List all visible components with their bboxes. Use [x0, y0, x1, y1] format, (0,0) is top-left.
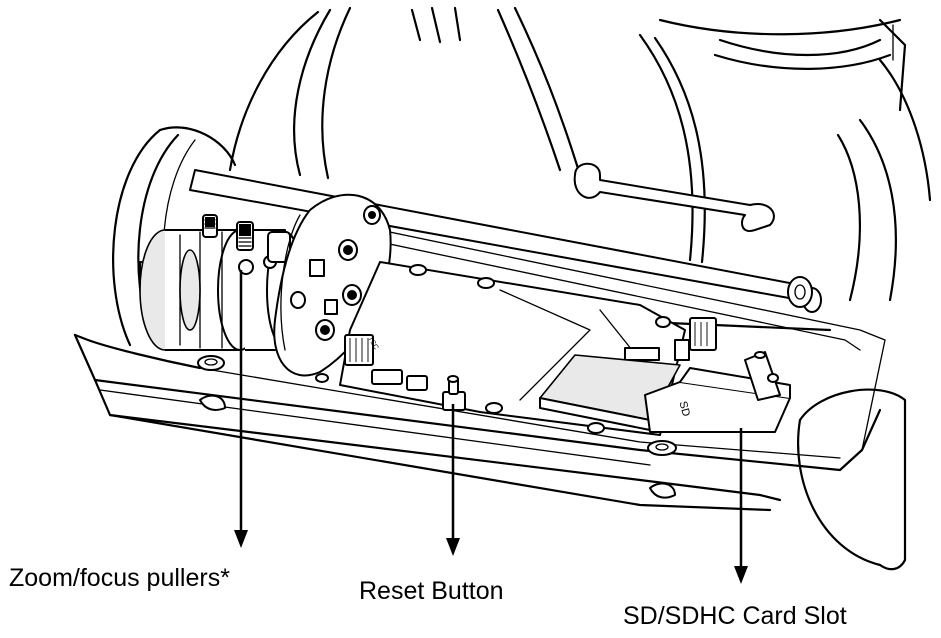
- sd-card-module: SD: [539, 351, 791, 433]
- sunshield-lid: [228, 6, 932, 302]
- reset-button-label: Reset Button: [359, 577, 504, 605]
- callout-arrow-zoom: [234, 270, 248, 548]
- callout-arrow-sd: [734, 428, 748, 584]
- lens-assembly: [139, 214, 304, 351]
- sd-card-slot-label: SD/SDHC Card Slot: [623, 602, 847, 630]
- sd-marking: SD: [676, 400, 692, 418]
- zoom-focus-pullers-label: Zoom/focus pullers*: [9, 564, 230, 592]
- callout-arrow-reset: [446, 404, 460, 556]
